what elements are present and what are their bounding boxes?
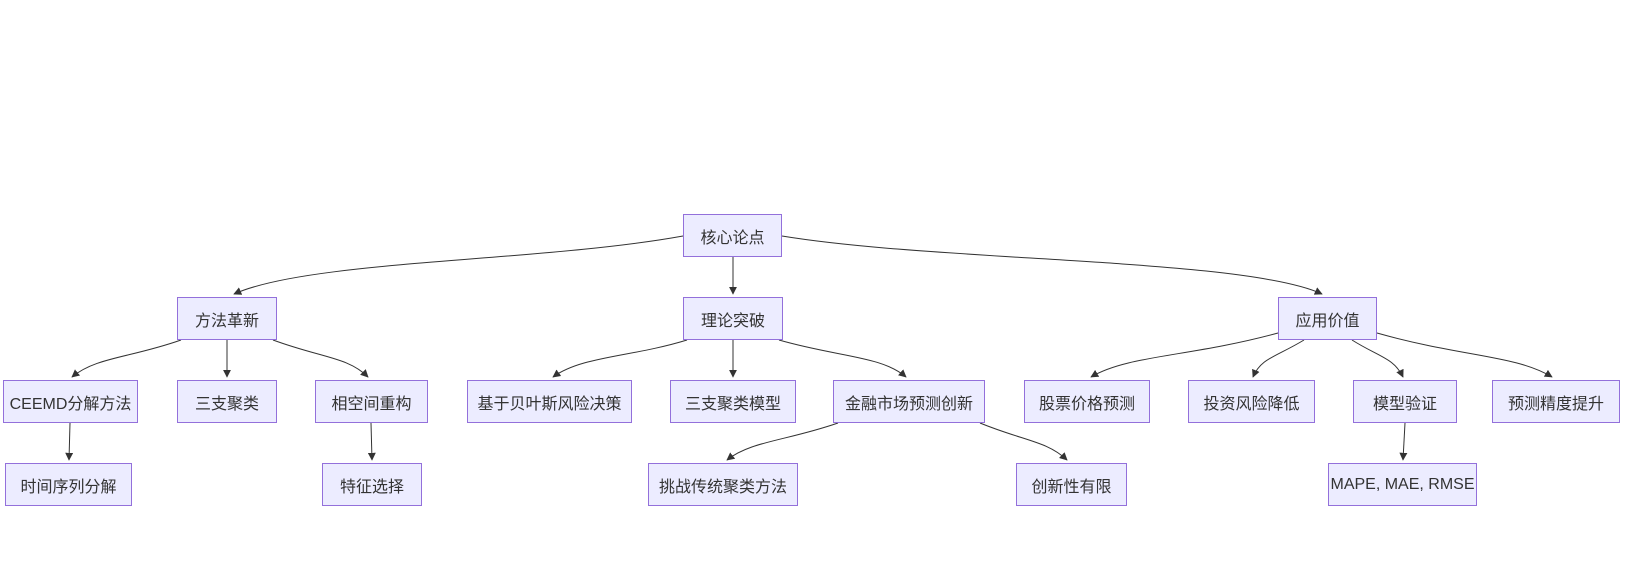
edge-validation-to-metrics [1399, 422, 1408, 461]
edge-application-to-precision [1376, 332, 1553, 378]
edge-theory-to-bayesian [552, 339, 688, 378]
edge-core-to-method [233, 235, 684, 295]
node-phase-space-reconstruction: 相空间重构 [315, 380, 428, 423]
node-challenge-traditional-clustering: 挑战传统聚类方法 [648, 463, 798, 506]
node-forecast-precision-improvement: 预测精度提升 [1492, 380, 1620, 423]
edge-method-to-ceemd [71, 339, 182, 378]
node-ceemd-decomposition: CEEMD分解方法 [3, 380, 138, 423]
edge-theory-to-financial-innovation [778, 339, 907, 378]
edge-financial-to-limited [979, 422, 1068, 461]
node-evaluation-metrics: MAPE, MAE, RMSE [1328, 463, 1477, 506]
node-financial-market-forecast-innovation: 金融市场预测创新 [833, 380, 985, 423]
node-feature-selection: 特征选择 [322, 463, 422, 506]
node-bayesian-risk-decision: 基于贝叶斯风险决策 [467, 380, 632, 423]
edge-ceemd-to-time-series [65, 422, 74, 461]
edge-application-to-risk [1252, 339, 1305, 378]
node-limited-innovation: 创新性有限 [1016, 463, 1127, 506]
node-three-way-clustering: 三支聚类 [177, 380, 277, 423]
edge-application-to-validation [1351, 339, 1404, 378]
node-core-thesis: 核心论点 [683, 214, 782, 257]
edge-financial-to-challenge [726, 422, 839, 461]
node-model-validation: 模型验证 [1353, 380, 1457, 423]
edge-phase-space-to-feature [367, 422, 376, 461]
edge-core-to-application [781, 235, 1323, 295]
edge-application-to-stock [1090, 332, 1279, 378]
node-application-value: 应用价值 [1278, 297, 1377, 340]
node-method-innovation: 方法革新 [177, 297, 277, 340]
node-investment-risk-reduction: 投资风险降低 [1188, 380, 1315, 423]
node-theory-breakthrough: 理论突破 [683, 297, 783, 340]
node-time-series-decomposition: 时间序列分解 [5, 463, 132, 506]
edge-method-to-phase-space [272, 339, 369, 378]
node-stock-price-prediction: 股票价格预测 [1024, 380, 1150, 423]
node-three-way-clustering-model: 三支聚类模型 [670, 380, 796, 423]
